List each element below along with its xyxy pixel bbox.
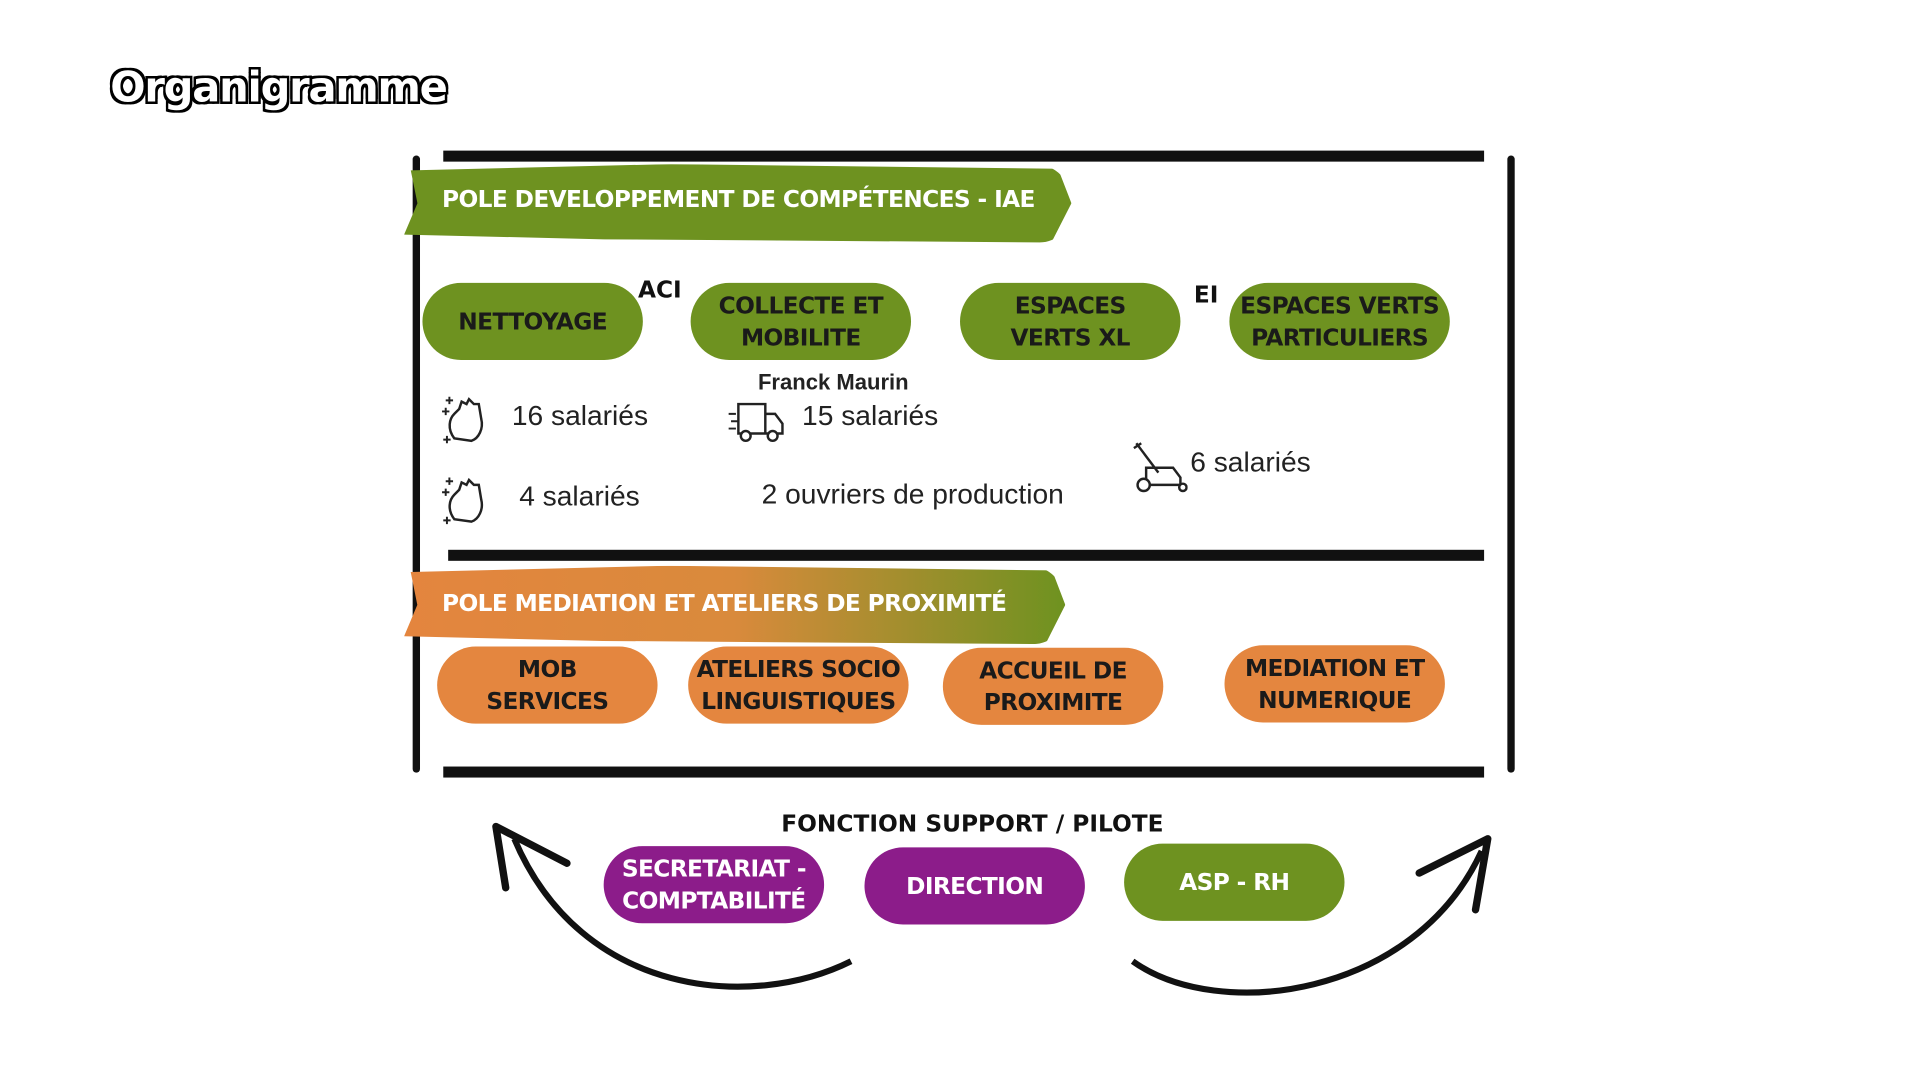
unit-accueil-proximite: ACCUEIL DE PROXIMITE <box>942 647 1164 725</box>
nettoyage-count-2: 4 salariés <box>519 480 640 512</box>
collecte-production: 2 ouvriers de production <box>761 477 1064 510</box>
aci-label: ACI <box>637 276 682 304</box>
frame-right-line <box>1507 155 1515 773</box>
right-curved-arrow <box>1130 835 1492 996</box>
frame-divider-line <box>448 549 1485 561</box>
frame-bottom-line <box>443 766 1485 778</box>
cleaning-hand-icon <box>442 396 484 444</box>
pole2-banner <box>404 565 1066 645</box>
frame-top-line <box>443 150 1485 162</box>
nettoyage-count-1: 16 salariés <box>511 399 649 432</box>
support-title: FONCTION SUPPORT / PILOTE <box>781 810 1164 838</box>
collecte-count: 15 salariés <box>802 399 939 432</box>
lawn-mower-icon <box>1133 442 1188 493</box>
unit-asp-rh: ASP - RH <box>1124 843 1345 921</box>
frame-left-line <box>412 155 421 773</box>
espaces-verts-count: 6 salariés <box>1190 445 1311 478</box>
unit-mediation-numerique: MEDIATION ET NUMERIQUE <box>1224 645 1445 723</box>
unit-mob-services: MOB SERVICES <box>437 646 658 724</box>
pole1-banner <box>404 164 1072 243</box>
delivery-truck-icon <box>728 402 784 443</box>
page-title: Organigramme <box>109 62 449 113</box>
ei-label: EI <box>1193 281 1219 309</box>
collecte-manager-name: Franck Maurin <box>757 369 909 395</box>
unit-direction: DIRECTION <box>864 847 1085 925</box>
unit-espaces-verts-particuliers: ESPACES VERTS PARTICULIERS <box>1229 282 1450 361</box>
cleaning-hand-icon <box>442 477 484 525</box>
unit-collecte-mobilite: COLLECTE ET MOBILITE <box>690 282 912 361</box>
unit-nettoyage: NETTOYAGE <box>422 282 643 361</box>
left-curved-arrow <box>492 822 853 990</box>
pole2-title: POLE MEDIATION ET ATELIERS DE PROXIMITÉ <box>442 590 1007 618</box>
unit-espaces-verts-xl: ESPACES VERTS XL <box>960 282 1181 361</box>
pole1-title: POLE DEVELOPPEMENT DE COMPÉTENCES - IAE <box>442 186 1035 214</box>
unit-secretariat-comptabilite: SECRETARIAT - COMPTABILITÉ <box>603 846 825 924</box>
unit-ateliers-socio-linguistiques: ATELIERS SOCIO LINGUISTIQUES <box>688 646 909 724</box>
